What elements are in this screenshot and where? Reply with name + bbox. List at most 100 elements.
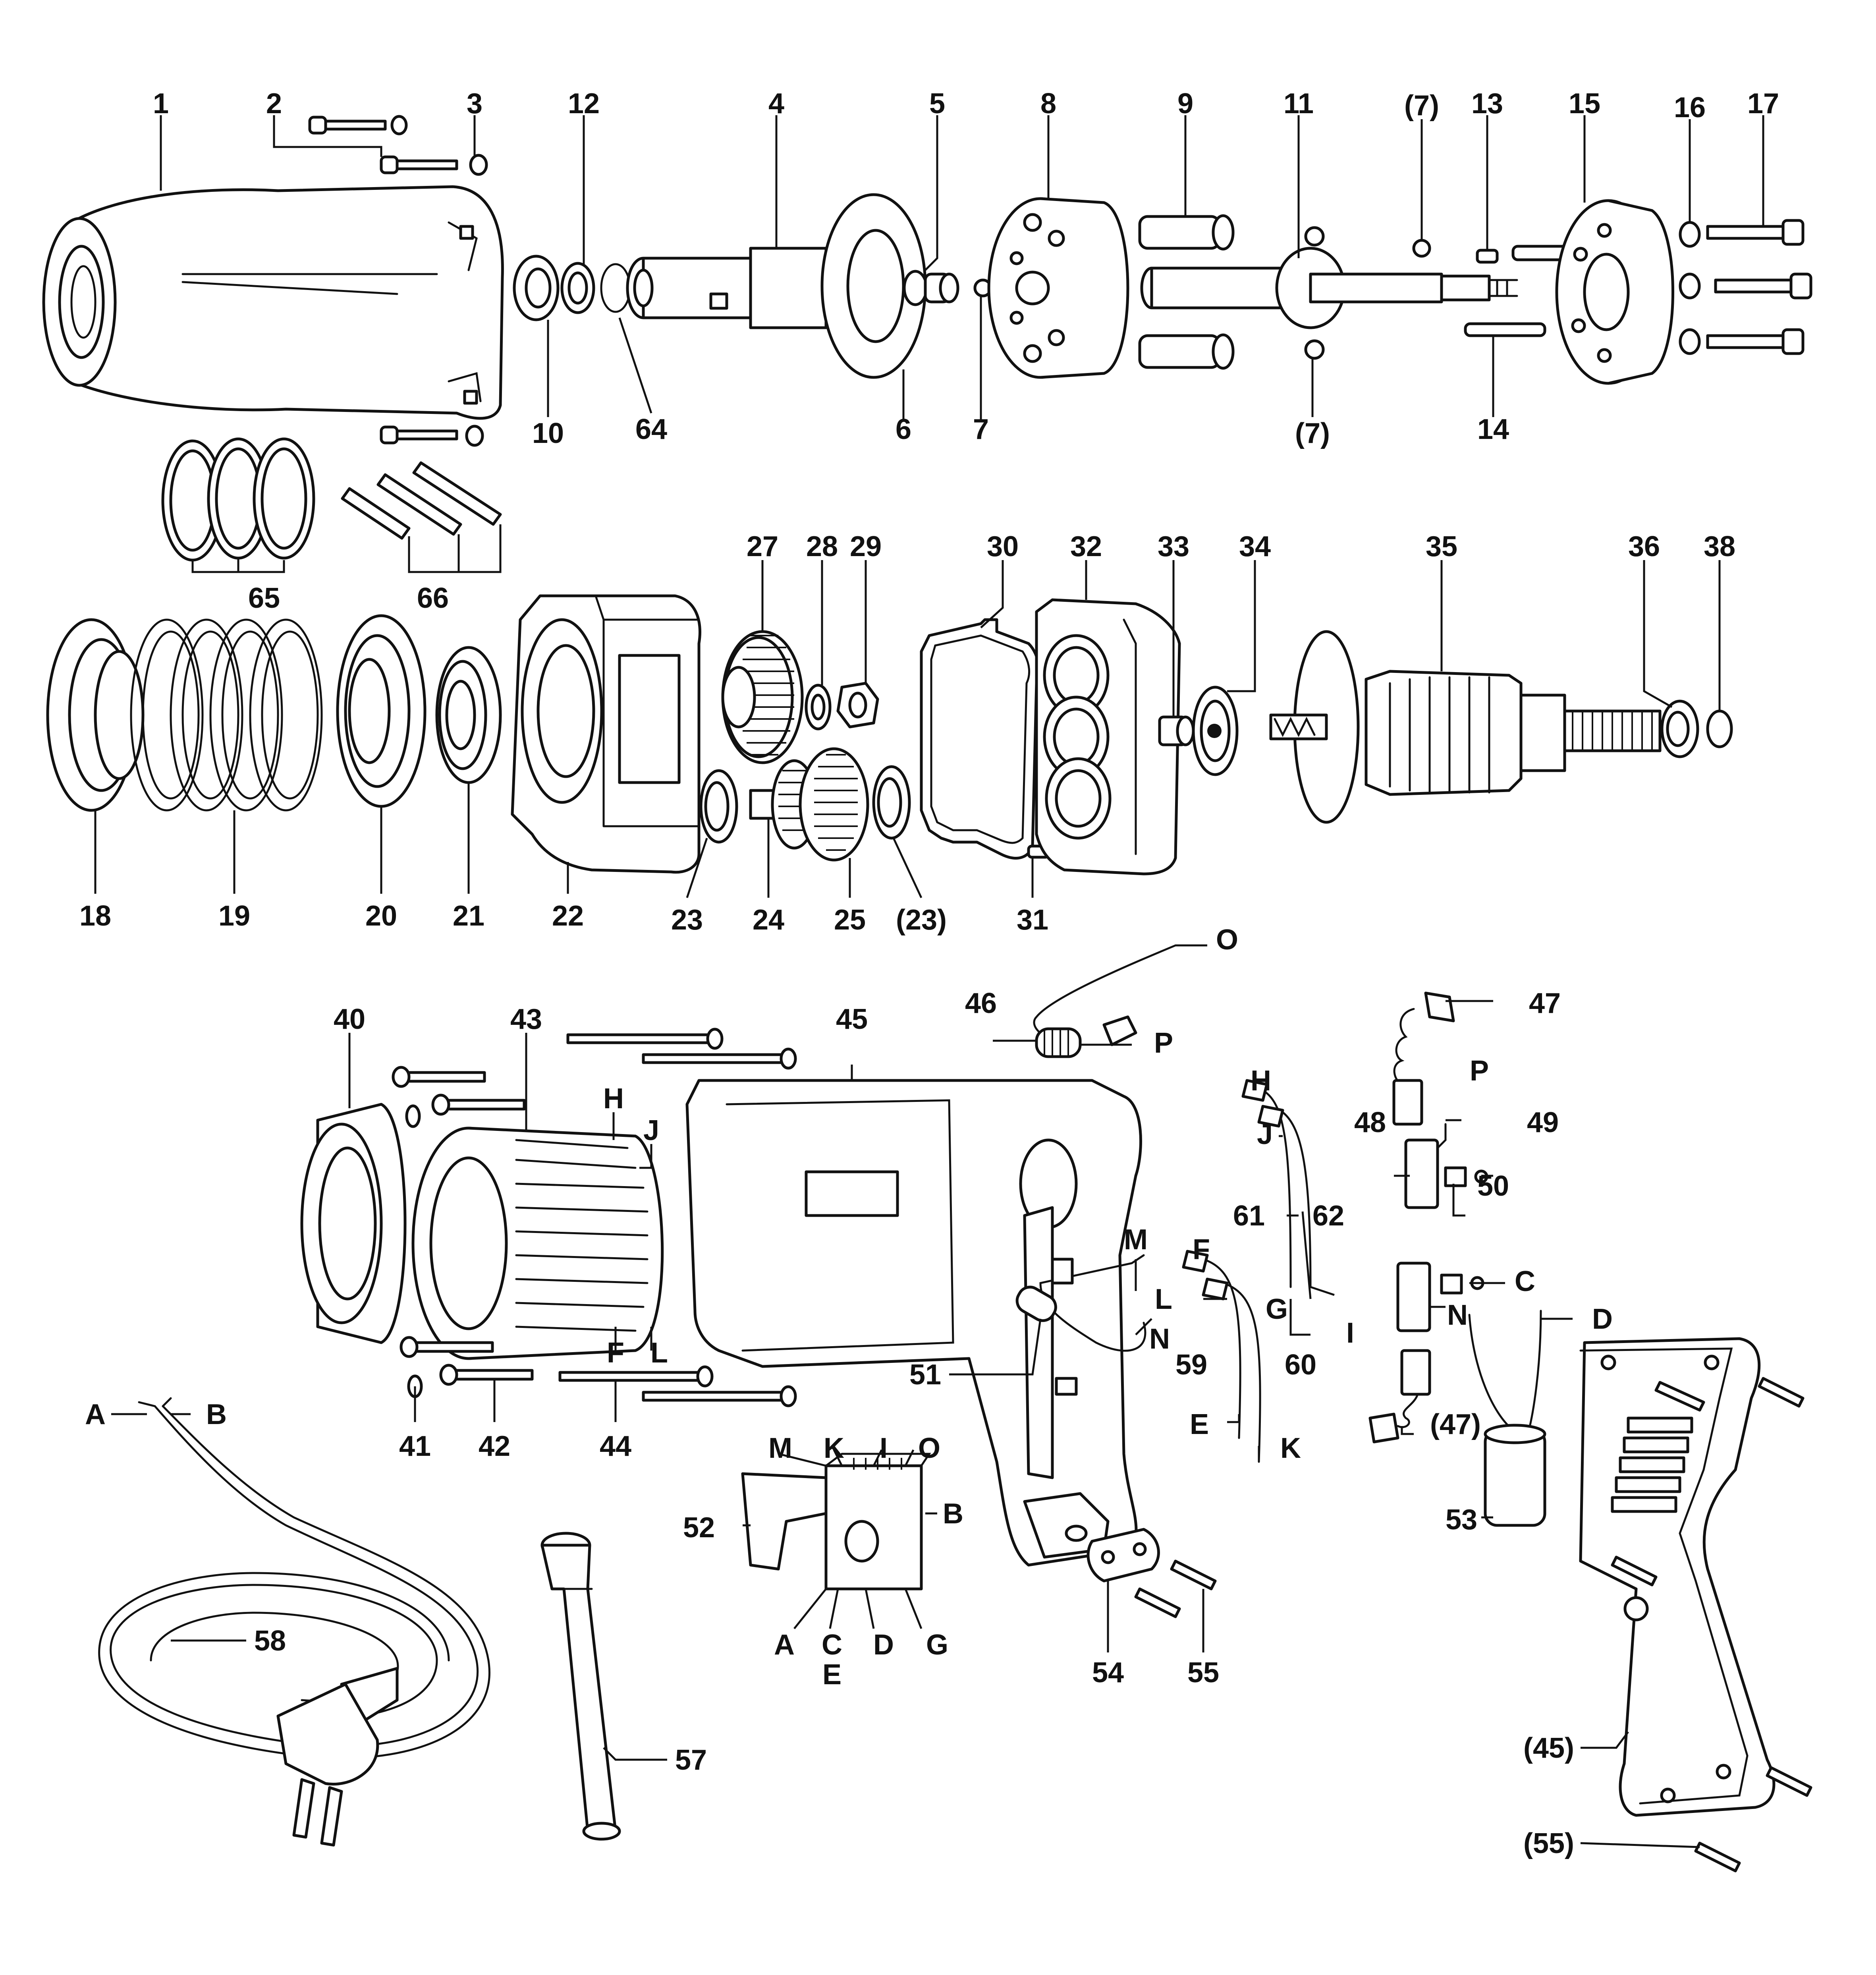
label-21: 21 (453, 900, 484, 932)
part-27-gear (721, 630, 804, 764)
wire-label-O: O (1216, 924, 1238, 956)
label-58: 58 (254, 1625, 286, 1657)
part-41-42-screws (392, 1066, 534, 1398)
part-18-ring (46, 618, 145, 812)
part-45-handle-half (1579, 1337, 1776, 1817)
wire-label-C2: C (822, 1629, 842, 1661)
part-61-62-leads (1241, 1079, 1312, 1288)
label-19: 19 (218, 900, 250, 932)
label-7b: (7) (1295, 417, 1330, 449)
part-52-switch (741, 1453, 931, 1590)
part-55-screws (1134, 1560, 1217, 1618)
part-55-screws-handle (1611, 1377, 1812, 1873)
part-2-screws (308, 115, 488, 447)
label-4: 4 (768, 88, 784, 120)
part-45-motor-housing (685, 1079, 1142, 1567)
part-1-front-housing (42, 185, 504, 420)
label-16: 16 (1674, 92, 1706, 124)
wire-label-J: J (643, 1115, 659, 1146)
part-43-field-coil (411, 1127, 664, 1360)
label-20: 20 (365, 900, 397, 932)
part-7-balls-pair (1412, 239, 1431, 258)
label-57: 57 (675, 1744, 707, 1776)
part-64-ring (600, 263, 631, 313)
wire-label-H: H (603, 1083, 624, 1115)
label-15: 15 (1569, 88, 1600, 120)
part-48-brush-holder (1368, 1123, 1488, 1444)
part-21-bearing (435, 646, 502, 784)
part-53-capacitor (1468, 1310, 1546, 1527)
part-34-bearing (1192, 686, 1239, 776)
part-30-gasket (920, 618, 1040, 860)
label-64: 64 (635, 414, 667, 445)
label-23a: (23) (896, 904, 947, 936)
label-17: 17 (1747, 88, 1779, 120)
label-6: 6 (896, 414, 911, 445)
part-51-choke (1015, 1254, 1146, 1396)
part-47-brush (1392, 991, 1455, 1126)
part-32-intermediate-flange (1035, 598, 1181, 875)
label-27: 27 (747, 531, 778, 562)
label-65: 65 (248, 582, 280, 614)
wire-label-G2: G (926, 1629, 948, 1661)
part-10-bearing (513, 255, 560, 321)
part-33-bushing (1158, 715, 1195, 746)
part-35-armature (1269, 630, 1662, 824)
label-48: 48 (1354, 1107, 1386, 1138)
wire-label-I2: I (880, 1432, 888, 1464)
wire-label-C: C (1515, 1266, 1535, 1297)
label-28: 28 (806, 531, 838, 562)
label-45: 45 (836, 1003, 868, 1035)
label-59: 59 (1175, 1349, 1207, 1381)
part-58-power-cord (98, 1397, 490, 1847)
part-59-60-leads (1182, 1250, 1261, 1463)
wire-label-M: M (1124, 1224, 1148, 1256)
wire-label-I: I (1346, 1317, 1354, 1349)
label-7a: (7) (1404, 90, 1439, 122)
part-17-screws (1706, 219, 1812, 355)
part-11-shaft (1140, 226, 1518, 360)
label-8: 8 (1040, 88, 1056, 120)
wire-label-H2: H (1251, 1065, 1271, 1097)
part-44-long-screws (558, 1028, 797, 1407)
label-55: 55 (1187, 1657, 1219, 1689)
wire-label-L2: L (1155, 1283, 1172, 1315)
label-10: 10 (532, 417, 564, 449)
label-51: 51 (909, 1359, 941, 1391)
wire-label-E: E (1190, 1409, 1209, 1440)
label-12: 12 (568, 88, 600, 120)
label-40: 40 (334, 1003, 365, 1035)
wire-label-J2: J (1257, 1119, 1273, 1150)
label-41: 41 (399, 1430, 431, 1462)
label-45a: (45) (1523, 1732, 1574, 1764)
label-18: 18 (79, 900, 111, 932)
label-5: 5 (929, 88, 945, 120)
part-8-cam-plate (987, 197, 1129, 379)
label-35: 35 (1426, 531, 1457, 562)
label-22: 22 (552, 900, 584, 932)
part-9-sleeves (1138, 214, 1235, 370)
label-3: 3 (467, 88, 483, 120)
label-1: 1 (153, 88, 169, 120)
label-7: 7 (973, 414, 989, 445)
label-54: 54 (1092, 1657, 1124, 1689)
wire-label-F2: F (1193, 1234, 1210, 1266)
label-30: 30 (987, 531, 1019, 562)
leader-lines (94, 115, 1764, 1848)
part-4-spindle (626, 193, 927, 379)
part-57-cord-sleeve (540, 1532, 621, 1841)
label-52: 52 (683, 1512, 715, 1544)
label-25: 25 (834, 904, 866, 936)
label-47: 47 (1529, 988, 1561, 1019)
wire-label-B2: B (943, 1498, 963, 1530)
part-number-labels: 1 2 3 12 4 5 8 9 11 (7) 13 15 16 17 10 6… (79, 88, 1779, 1859)
part-36-bearing (1660, 700, 1699, 758)
label-38: 38 (1704, 531, 1735, 562)
part-40-baffle (300, 1103, 407, 1344)
part-23-bearing (699, 769, 738, 844)
label-23: 23 (671, 904, 703, 936)
label-55a: (55) (1523, 1828, 1574, 1859)
wire-label-A2: A (774, 1629, 795, 1661)
wire-label-N: N (1149, 1323, 1170, 1355)
